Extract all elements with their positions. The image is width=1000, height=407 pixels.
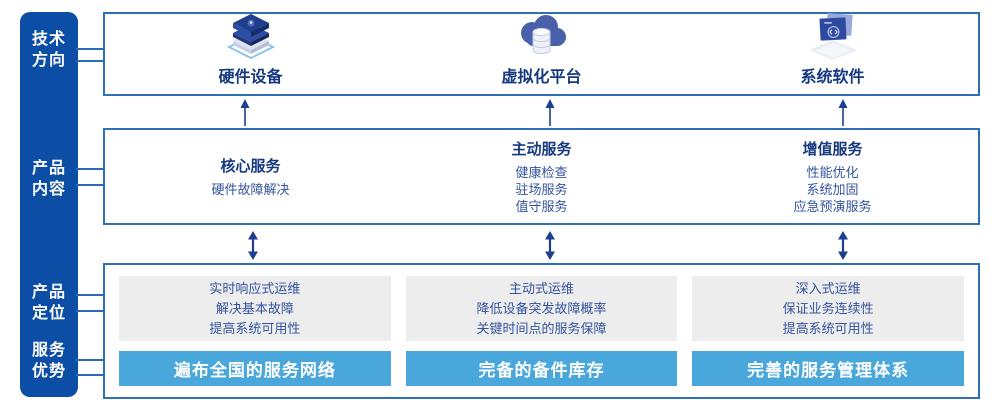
connector-line xyxy=(76,374,104,376)
advantage-bar: 遍布全国的服务网络 xyxy=(119,351,391,386)
connector-line xyxy=(76,310,104,312)
svc-item: 性能优化 xyxy=(806,165,859,180)
svc-item: 应急预演服务 xyxy=(793,199,872,214)
tech-label-software: 系统软件 xyxy=(800,69,865,86)
up-arrow xyxy=(838,99,848,126)
connector-line xyxy=(76,60,104,62)
sidebar-label-product-position: 产品 定位 xyxy=(31,284,66,322)
product-content-box: 核心服务 硬件故障解决 主动服务 健康检查 驻场服务 值守服务 增值服务 性能优… xyxy=(103,128,980,225)
up-arrow xyxy=(240,99,250,126)
connector-line xyxy=(76,359,104,361)
advantage-bar: 完备的备件库存 xyxy=(405,351,678,386)
connector-line xyxy=(76,168,104,170)
double-arrow xyxy=(838,231,848,260)
svc-header-core: 核心服务 xyxy=(220,158,281,175)
pos-col-3: 深入式运维 保证业务连续性 提高系统可用性 完善的服务管理体系 xyxy=(692,276,965,386)
code-window-icon xyxy=(805,10,861,60)
svc-col-value-added: 增值服务 性能优化 系统加固 应急预演服务 xyxy=(687,130,978,223)
svc-item: 健康检查 xyxy=(515,165,568,180)
tech-col-software: 系统软件 xyxy=(687,13,978,94)
double-arrow xyxy=(248,231,258,260)
svc-item: 值守服务 xyxy=(515,199,568,214)
sidebar-label-tech-direction: 技术 方向 xyxy=(31,31,66,69)
positioning-panel: 实时响应式运维 解决基本故障 提高系统可用性 xyxy=(119,276,391,341)
server-stack-icon xyxy=(225,10,277,60)
double-arrow xyxy=(545,231,555,260)
tech-direction-box: 硬件设备 虚拟化平台 xyxy=(103,12,980,96)
positioning-panel: 深入式运维 保证业务连续性 提高系统可用性 xyxy=(692,276,965,341)
tech-col-hardware: 硬件设备 xyxy=(105,14,396,94)
svc-item: 驻场服务 xyxy=(515,182,568,197)
svc-header-proactive: 主动服务 xyxy=(511,141,572,158)
positioning-line: 降低设备突发故障概率 xyxy=(476,300,607,316)
up-arrow xyxy=(545,99,555,126)
positioning-line: 实时响应式运维 xyxy=(209,280,301,296)
positioning-line: 提高系统可用性 xyxy=(209,320,301,336)
advantage-bar: 完善的服务管理体系 xyxy=(692,351,965,386)
svc-col-core: 核心服务 硬件故障解决 xyxy=(105,130,396,223)
cloud-database-icon xyxy=(514,12,570,60)
positioning-line: 保证业务连续性 xyxy=(782,300,874,316)
svc-item: 硬件故障解决 xyxy=(211,182,290,197)
tech-label-virtualization: 虚拟化平台 xyxy=(501,69,582,86)
pos-col-1: 实时响应式运维 解决基本故障 提高系统可用性 遍布全国的服务网络 xyxy=(119,276,391,386)
positioning-line: 解决基本故障 xyxy=(215,300,294,316)
svc-header-value-added: 增值服务 xyxy=(802,141,863,158)
positioning-line: 提高系统可用性 xyxy=(782,320,874,336)
connector-line xyxy=(76,184,104,186)
tech-label-hardware: 硬件设备 xyxy=(218,69,283,86)
svc-item: 系统加固 xyxy=(806,182,859,197)
category-sidebar: 技术 方向 产品 内容 产品 定位 服务 优势 xyxy=(20,12,78,397)
positioning-line: 关键时间点的服务保障 xyxy=(476,320,607,336)
connector-line xyxy=(76,48,104,50)
sidebar-label-service-advantage: 服务 优势 xyxy=(31,342,66,380)
sidebar-label-product-content: 产品 内容 xyxy=(31,160,66,198)
tech-col-virtualization: 虚拟化平台 xyxy=(396,14,687,94)
svc-col-proactive: 主动服务 健康检查 驻场服务 值守服务 xyxy=(396,130,687,223)
positioning-line: 主动式运维 xyxy=(509,280,575,296)
pos-col-2: 主动式运维 降低设备突发故障概率 关键时间点的服务保障 完备的备件库存 xyxy=(405,276,678,386)
positioning-line: 深入式运维 xyxy=(795,280,861,296)
positioning-advantage-box: 实时响应式运维 解决基本故障 提高系统可用性 遍布全国的服务网络 主动式运维 降… xyxy=(103,263,980,399)
connector-line xyxy=(76,294,104,296)
positioning-panel: 主动式运维 降低设备突发故障概率 关键时间点的服务保障 xyxy=(405,276,678,341)
